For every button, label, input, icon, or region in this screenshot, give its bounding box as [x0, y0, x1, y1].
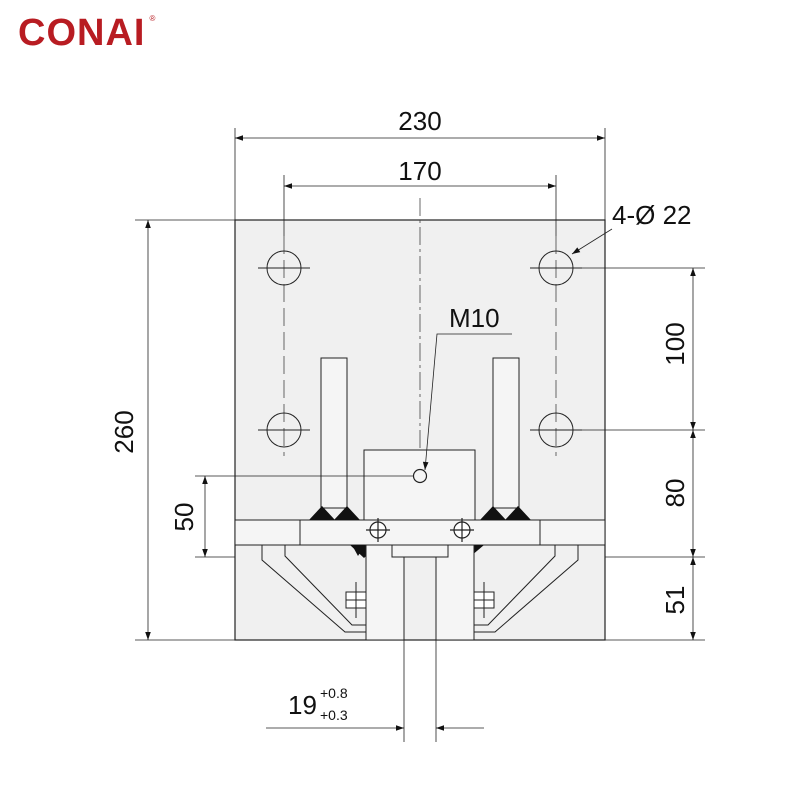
label-50: 50: [169, 503, 199, 532]
mounting-holes: [258, 250, 582, 448]
label-19-tol-upper: +0.8: [320, 685, 348, 701]
vertical-bars: [320, 357, 520, 509]
conai-logo: CONAI ®: [18, 12, 155, 55]
label-19-tol-lower: +0.3: [320, 707, 348, 723]
dim-center-to-plate: [195, 475, 414, 558]
spring-brackets: [261, 545, 579, 633]
dim-right-stack: [578, 267, 705, 641]
plate-bolts: [366, 518, 474, 542]
hole-center-lines: [283, 236, 557, 456]
label-51: 51: [660, 586, 690, 615]
label-230: 230: [398, 106, 441, 136]
label-19: 19: [288, 690, 317, 720]
logo-text: CONAI: [18, 12, 146, 54]
dim-hole-spacing-h: [283, 175, 557, 236]
label-260: 260: [109, 410, 139, 453]
adjust-bolts: [345, 582, 495, 618]
lower-jaws: [365, 544, 475, 641]
cross-plate: [234, 519, 606, 546]
m10-leader: [422, 333, 512, 471]
holes-leader: [571, 228, 613, 255]
label-170: 170: [398, 156, 441, 186]
dim-slot-width: [266, 640, 484, 742]
label-100: 100: [660, 322, 690, 365]
dim-overall-width: [234, 128, 606, 220]
dim-overall-height: [135, 219, 235, 641]
label-80: 80: [660, 479, 690, 508]
registered-mark: ®: [149, 14, 156, 23]
label-m10: M10: [449, 303, 500, 333]
label-holes: 4-Ø 22: [612, 200, 692, 230]
